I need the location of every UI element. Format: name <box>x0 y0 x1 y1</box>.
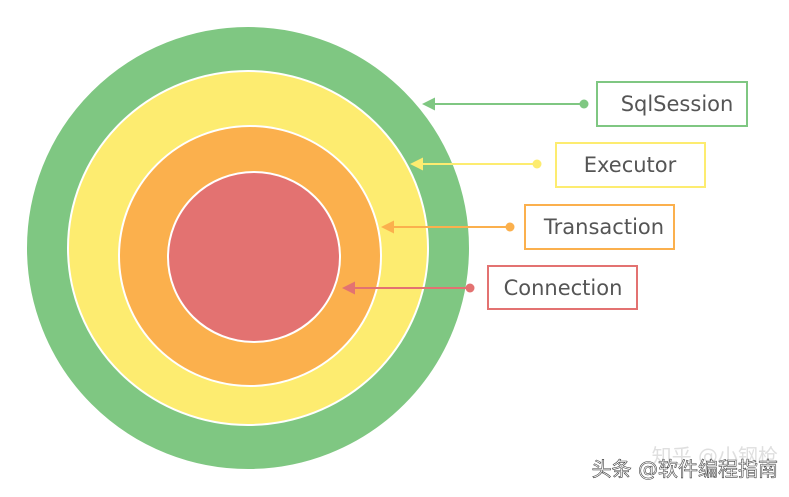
connection-label-text: Connection <box>504 276 623 300</box>
sqlsession-arrow <box>422 97 589 111</box>
connection-core <box>167 171 341 343</box>
transaction-label: Transaction <box>524 204 675 250</box>
connection-arrow <box>342 281 475 295</box>
executor-arrow <box>410 157 542 171</box>
watermark-secondary: 知乎 @小钢枪 <box>652 444 778 468</box>
watermark-primary: 头条 @软件编程指南 <box>592 457 778 481</box>
transaction-arrow <box>381 220 515 234</box>
connection-label: Connection <box>487 265 638 310</box>
transaction-label-text: Transaction <box>543 215 664 239</box>
executor-label: Executor <box>555 142 706 188</box>
executor-label-text: Executor <box>584 153 677 177</box>
sqlsession-label: SqlSession <box>596 81 748 127</box>
sqlsession-label-text: SqlSession <box>621 92 734 116</box>
